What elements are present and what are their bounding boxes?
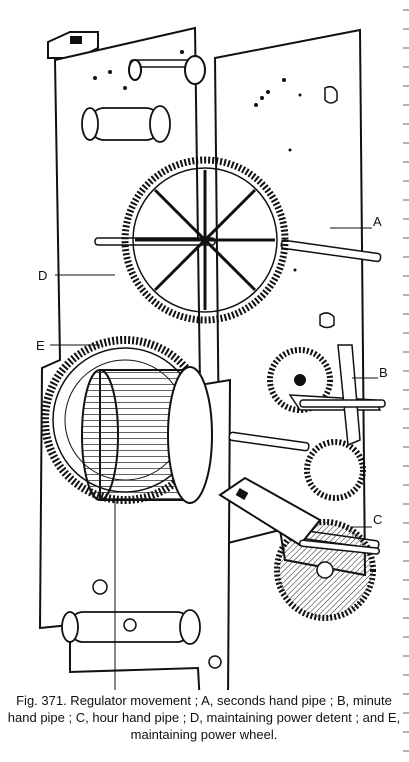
page-edge-strip [403,0,409,762]
hand-pipes [298,399,386,555]
label-b: B [379,365,388,380]
upper-train-wheel [121,156,289,324]
label-e: E [36,338,45,353]
label-d: D [38,268,48,283]
top-bracket [47,31,99,59]
barrel-drum [81,366,213,504]
top-pulley [128,55,206,85]
back-plate-holes [254,78,302,272]
label-a: A [373,214,382,229]
figure-caption: Fig. 371. Regulator movement ; A, second… [7,693,401,742]
label-c: C [373,512,383,527]
regulator-movement-illustration [38,26,386,690]
